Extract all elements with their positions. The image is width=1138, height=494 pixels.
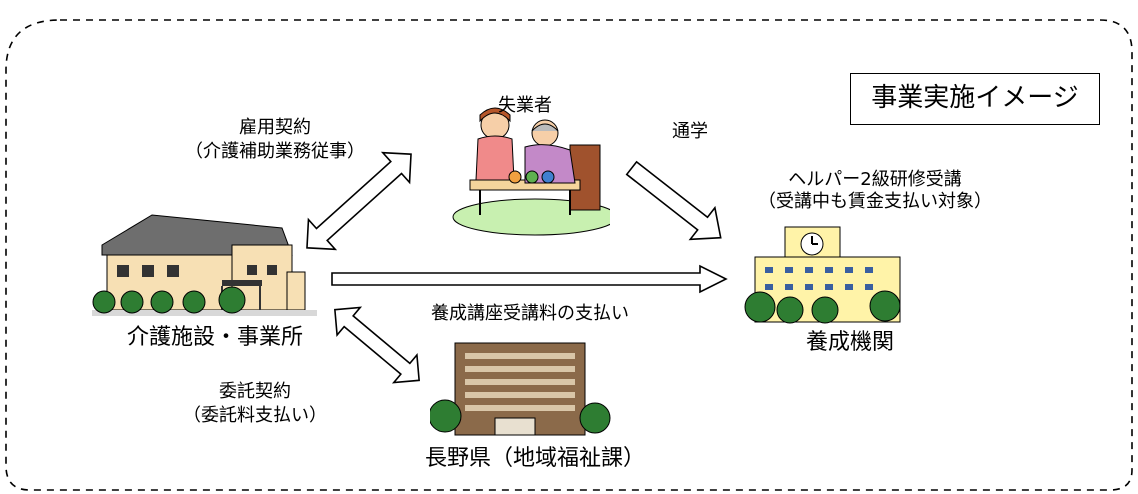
training-school-building-icon [744,226,901,324]
prefecture-office-building-icon [430,342,611,436]
employment-double-arrow [306,151,412,251]
employment-label-2: （介護補助業務従事） [185,141,365,162]
care-facility-building-icon [92,214,317,316]
consignment-double-arrow [334,306,420,384]
helper-training-label-1: ヘルパー2級研修受講 [788,169,962,190]
employment-label-1: 雇用契約 [239,117,311,138]
caregiver-illustration-icon [452,107,610,236]
helper-training-label-2: （受講中も賃金支払い対象） [758,191,992,212]
tuition-payment-label: 養成講座受講料の支払い [431,303,629,324]
commute-label: 通学 [672,121,708,142]
commute-arrow [625,160,722,241]
node-training-institution: 養成機関 [805,330,894,355]
node-unemployed: 失業者 [498,95,552,116]
consignment-label-2: （委託料支払い） [183,405,327,426]
node-prefecture: 長野県（地域福祉課） [424,446,645,471]
tuition-payment-arrow [331,264,728,294]
node-care-facility: 介護施設・事業所 [126,325,303,350]
page-title: 事業実施イメージ [850,73,1100,125]
consignment-label-1: 委託契約 [219,381,291,402]
